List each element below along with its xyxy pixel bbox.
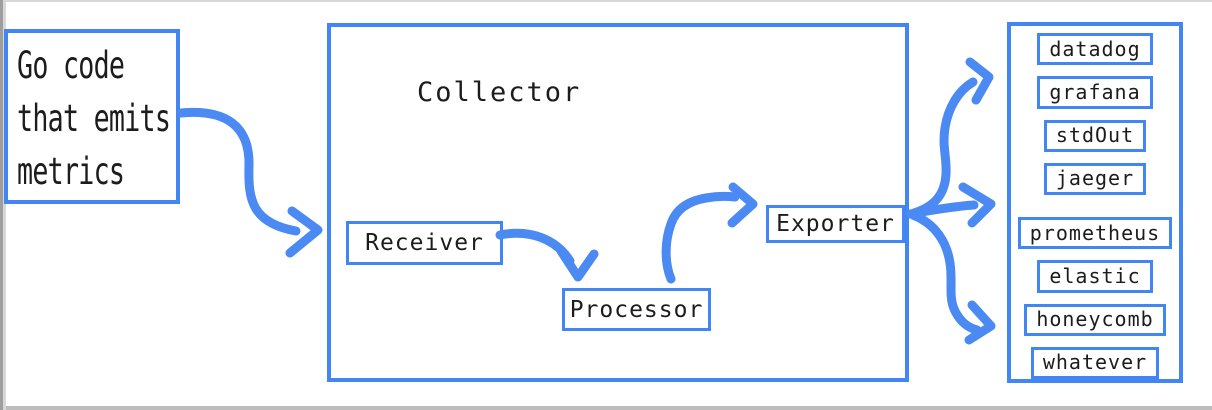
destination-box-jaeger: jaeger: [1043, 162, 1147, 195]
source-code-box: Go code that emits metrics: [4, 29, 180, 204]
exporter-box: Exporter: [766, 205, 905, 243]
exporter-label: Exporter: [776, 211, 895, 237]
destinations-panel: datadog grafana stdOut jaeger prometheus…: [1007, 22, 1183, 383]
arrow-exporter-to-destinations-top: [909, 57, 994, 218]
canvas-bottom-edge: [6, 406, 1212, 410]
collector-box: Collector Receiver Processor Exporter: [327, 23, 909, 382]
canvas-left-edge: [0, 0, 6, 410]
source-code-text-line: metrics: [17, 150, 125, 193]
destination-box-datadog: datadog: [1037, 33, 1153, 66]
source-code-text-line: that emits: [17, 97, 171, 140]
arrow-exporter-to-destinations-bottom: [908, 210, 996, 345]
destination-box-whatever: whatever: [1030, 346, 1160, 379]
arrow-gocode-to-collector: [176, 107, 323, 258]
destination-box-grafana: grafana: [1037, 76, 1153, 109]
canvas-top-edge: [6, 0, 1212, 2]
processor-label: Processor: [569, 296, 704, 323]
destination-box-prometheus: prometheus: [1017, 217, 1173, 250]
arrow-exporter-to-destinations-middle: [905, 182, 996, 228]
collector-title: Collector: [417, 77, 582, 108]
destination-box-stdout: stdOut: [1043, 119, 1147, 152]
receiver-box: Receiver: [346, 221, 503, 265]
source-code-text-line: Go code: [17, 44, 125, 87]
processor-box: Processor: [562, 288, 711, 331]
destination-box-honeycomb: honeycomb: [1024, 303, 1166, 336]
destination-box-elastic: elastic: [1037, 260, 1153, 293]
receiver-label: Receiver: [365, 230, 484, 256]
